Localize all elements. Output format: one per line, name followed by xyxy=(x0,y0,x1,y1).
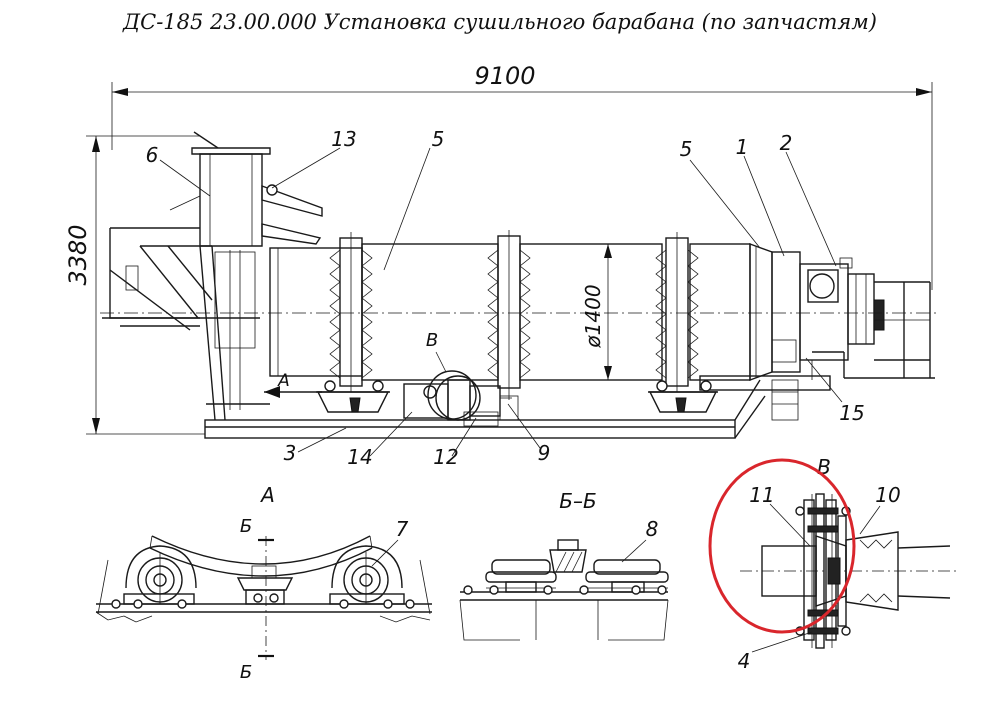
loading-hopper xyxy=(169,131,323,247)
callout-14: 14 xyxy=(347,445,372,469)
drawing-title: ДС-185 23.00.000 Установка сушильного ба… xyxy=(123,10,877,34)
roller-station-right xyxy=(648,380,718,413)
length-dimension: 9100 xyxy=(111,62,933,290)
callout-leaders xyxy=(159,147,843,457)
drum-body xyxy=(269,243,801,381)
drive-unit xyxy=(403,375,519,421)
section-bb-title: Б–Б xyxy=(559,489,596,513)
callout-10: 10 xyxy=(875,483,900,507)
front-support-frame xyxy=(102,227,270,421)
callout-12: 12 xyxy=(433,445,458,469)
callout-15: 15 xyxy=(839,401,864,425)
view-a-title: A xyxy=(259,483,275,507)
callout-2: 2 xyxy=(780,131,793,155)
svg-text:В: В xyxy=(426,330,438,351)
view-b-marker: В xyxy=(426,330,477,420)
callout-9: 9 xyxy=(538,441,551,465)
callout-4: 4 xyxy=(738,649,751,673)
callout-11: 11 xyxy=(749,483,774,507)
callout-3: 3 xyxy=(284,441,297,465)
section-bb-view: Б–Б xyxy=(459,489,669,641)
callout-5-right: 5 xyxy=(680,137,693,161)
callout-13: 13 xyxy=(331,127,356,151)
callout-7: 7 xyxy=(396,517,409,541)
detail-view-a: A xyxy=(95,483,432,683)
drum-tyre-left xyxy=(329,232,373,392)
section-b-top-label: Б xyxy=(240,516,252,537)
section-b-bottom-label: Б xyxy=(240,662,252,683)
view-a-marker: A xyxy=(264,371,322,398)
length-dimension-label: 9100 xyxy=(474,62,535,90)
diameter-label: ø1400 xyxy=(581,284,605,348)
callout-6: 6 xyxy=(146,143,159,167)
detail-view-b: В xyxy=(738,455,960,673)
callout-1: 1 xyxy=(736,135,749,159)
roller-station-left xyxy=(316,380,390,413)
callout-5-left: 5 xyxy=(432,127,445,151)
svg-text:A: A xyxy=(277,371,290,391)
drum-tyre-middle xyxy=(487,230,531,400)
base-frame xyxy=(204,375,831,439)
service-platform xyxy=(811,281,935,380)
height-dimension: 3380 xyxy=(64,135,205,435)
discharge-housing xyxy=(799,257,885,361)
diameter-dimension: ø1400 xyxy=(581,244,612,380)
callout-8: 8 xyxy=(646,517,659,541)
height-dimension-label: 3380 xyxy=(64,224,92,285)
highlight-circle xyxy=(708,458,856,634)
drum-tyre-right xyxy=(655,232,699,392)
